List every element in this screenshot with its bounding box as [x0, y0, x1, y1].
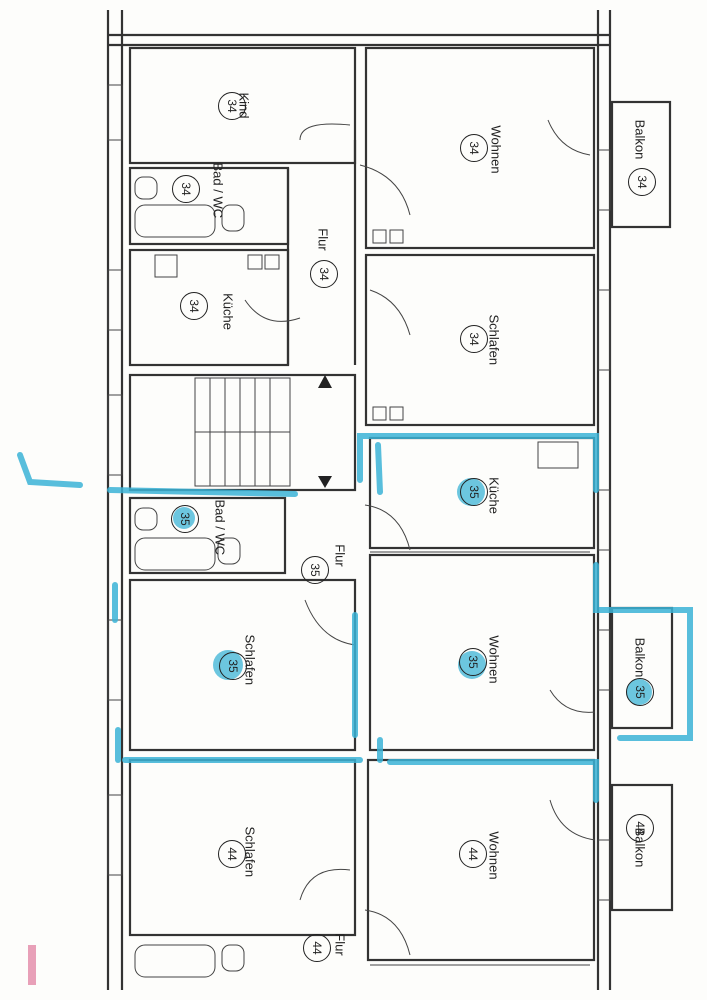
- room-label-balkon-35: Balkon: [632, 637, 648, 678]
- unit-number-bad-wc-34: 34: [172, 175, 200, 203]
- unit-number-balkon-34: 34: [628, 168, 656, 196]
- room-label-flur-35: Flur: [332, 544, 348, 567]
- unit-number-wohnen-34: 34: [460, 134, 488, 162]
- room-label-schlafen-34: Schlafen: [486, 314, 502, 366]
- unit-number-balkon-44: 44: [626, 814, 654, 842]
- room-label-wohnen-35: Wohnen: [486, 635, 502, 684]
- outer-walls: [106, 10, 612, 990]
- room-label-kueche-35: Küche: [486, 477, 502, 514]
- room-label-bad-wc-35: Bad / WC: [212, 499, 228, 556]
- unit-35-walls: [128, 436, 674, 752]
- unit-number-flur-44: 44: [303, 934, 331, 962]
- windows-right: [597, 149, 611, 901]
- unit-number-flur-34: 34: [310, 260, 338, 288]
- unit-34-walls: [128, 46, 672, 427]
- unit-number-bad-wc-35: 35: [171, 505, 199, 533]
- unit-number-wohnen-35: 35: [459, 648, 487, 676]
- unit-35-highlight: [17, 433, 693, 803]
- unit-number-kueche-35: 35: [460, 478, 488, 506]
- room-label-balkon-34: Balkon: [632, 119, 648, 160]
- windows-left: [107, 84, 123, 876]
- unit-number-wohnen-44: 44: [459, 840, 487, 868]
- unit-number-kueche-34: 34: [180, 292, 208, 320]
- room-label-flur-44: Flur: [332, 933, 348, 956]
- unit-number-flur-35: 35: [301, 556, 329, 584]
- unit-number-balkon-35: 35: [626, 678, 654, 706]
- unit-number-kind-34: 34: [218, 92, 246, 120]
- pink-mark: [28, 945, 36, 985]
- stairwell: [128, 373, 357, 492]
- room-label-kueche-34: Küche: [220, 293, 236, 330]
- unit-number-schlafen-35: 35: [219, 652, 247, 680]
- room-label-wohnen-34: Wohnen: [488, 125, 504, 174]
- unit-number-schlafen-44: 44: [218, 840, 246, 868]
- unit-number-schlafen-34: 34: [460, 325, 488, 353]
- room-label-flur-34: Flur: [315, 228, 331, 251]
- unit-44-walls: [128, 758, 674, 978]
- room-label-bad-wc-34: Bad / WC: [210, 162, 226, 219]
- room-label-wohnen-44: Wohnen: [486, 831, 502, 880]
